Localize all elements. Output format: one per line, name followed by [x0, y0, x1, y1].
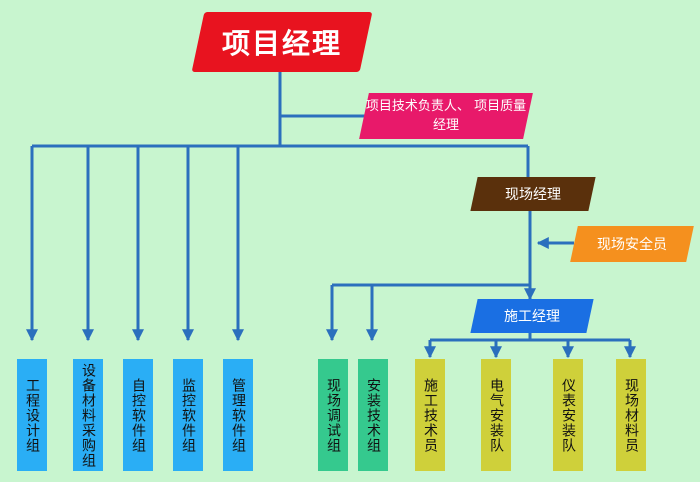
group-construction-technician: 施工技术员: [415, 359, 445, 471]
group-electrical-installation: 电气安装队: [481, 359, 511, 471]
tech-lead-node: 项目技术负责人、 项目质量经理: [359, 93, 533, 139]
group-site-commissioning: 现场调试组: [318, 359, 348, 471]
site-manager-label: 现场经理: [505, 187, 561, 203]
group-site-materials: 现场材料员: [616, 359, 646, 471]
project-manager-node: 项目经理: [191, 12, 373, 72]
group-installation-tech: 安装技术组: [358, 359, 388, 471]
group-automation-software: 自控软件组: [123, 359, 153, 471]
safety-officer-label: 现场安全员: [597, 237, 667, 253]
group-instrument-installation: 仪表安装队: [553, 359, 583, 471]
construction-manager-node: 施工经理: [470, 299, 594, 333]
construction-manager-label: 施工经理: [504, 309, 560, 325]
group-management-software: 管理软件组: [223, 359, 253, 471]
group-equipment-procurement: 设备材料采购组: [73, 359, 103, 471]
group-engineering-design: 工程设计组: [17, 359, 47, 471]
safety-officer-node: 现场安全员: [570, 226, 694, 262]
project-manager-label: 项目经理: [221, 27, 342, 60]
site-manager-node: 现场经理: [470, 177, 596, 211]
group-monitoring-software: 监控软件组: [173, 359, 203, 471]
tech-lead-line-1: 项目技术负责人、: [365, 99, 470, 114]
